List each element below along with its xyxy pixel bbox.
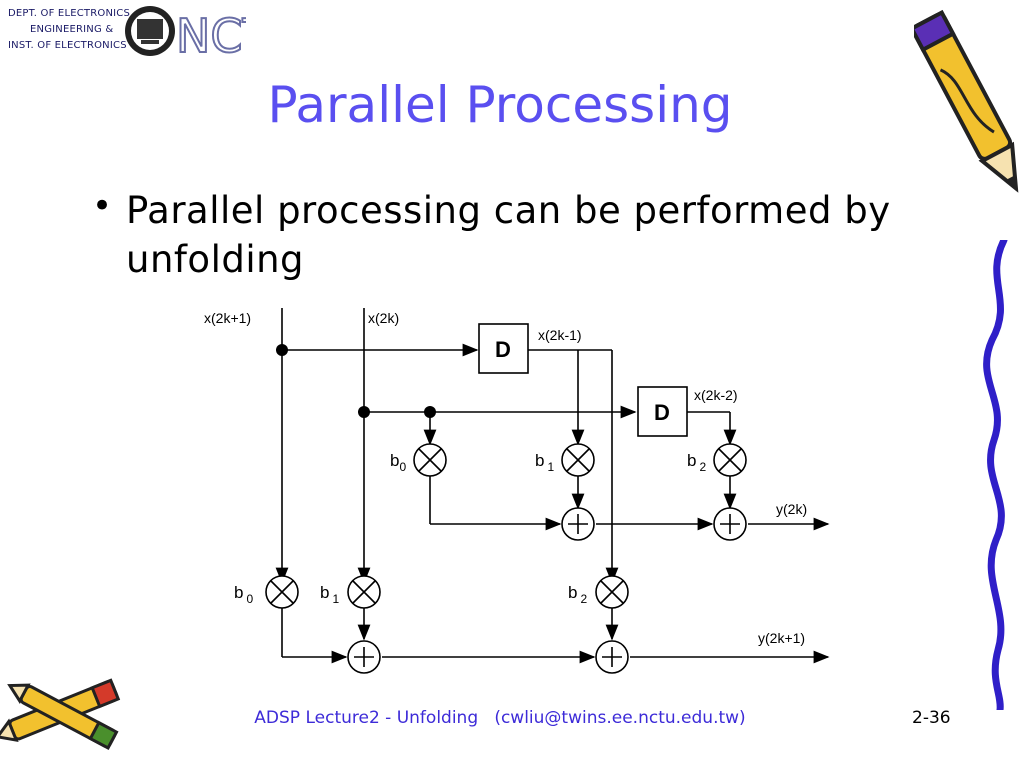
page-number: 2-36	[912, 708, 951, 728]
junction-dot	[424, 406, 436, 418]
logo-line-2: ENGINEERING &	[30, 24, 114, 35]
multiplier-b1-top	[561, 443, 595, 477]
pencil-clipart-icon	[914, 9, 1019, 193]
delayed-label-1: x(2k-1)	[538, 327, 582, 343]
junction-dot	[358, 406, 370, 418]
bullet-text: Parallel processing can be performed by …	[126, 189, 891, 281]
logo-line-3: INST. OF ELECTRONICS	[8, 40, 127, 51]
adder-top-2	[713, 507, 747, 541]
multiplier-b0-top	[413, 443, 447, 477]
delay-box-2: D	[637, 386, 688, 437]
adder-bottom-2	[595, 640, 629, 674]
logo-line-1: DEPT. OF ELECTRONICS	[8, 8, 131, 19]
nctu-logo: DEPT. OF ELECTRONICS ENGINEERING & INST.…	[4, 2, 246, 60]
svg-text:D: D	[654, 400, 670, 425]
pencils-clipart-icon	[0, 678, 121, 750]
university-seal-icon	[125, 6, 175, 56]
footer-text: ADSP Lecture2 - Unfolding (cwliu@twins.e…	[254, 708, 746, 728]
input-label-odd: x(2k+1)	[204, 310, 251, 326]
junction-dot	[276, 344, 288, 356]
multiplier-b2-bottom	[595, 575, 629, 609]
parallel-filter-diagram: D D x(2k+1) x(2k) x(2k-1) x(2k-2) y(2k) …	[204, 308, 830, 674]
output-label-odd: y(2k+1)	[758, 630, 805, 646]
delay-box-1: D	[478, 323, 529, 374]
input-label-even: x(2k)	[368, 310, 399, 326]
nctu-wordmark: NCTU	[176, 8, 246, 60]
output-label-even: y(2k)	[776, 501, 807, 517]
slide-title: Parallel Processing	[267, 76, 733, 134]
svg-text:D: D	[495, 337, 511, 362]
multiplier-b1-bottom	[347, 575, 381, 609]
coeff-b0-top: b0	[390, 451, 406, 474]
bullet-marker: •	[92, 186, 113, 226]
department-text: DEPT. OF ELECTRONICS ENGINEERING & INST.…	[8, 6, 130, 54]
delayed-label-2: x(2k-2)	[694, 387, 738, 403]
multiplier-b2-top	[713, 443, 747, 477]
svg-text:NCTU: NCTU	[176, 9, 246, 60]
decorative-wave-line	[983, 240, 1008, 710]
adder-bottom-1	[347, 640, 381, 674]
adder-top-1	[561, 507, 595, 541]
multiplier-b0-bottom	[265, 575, 299, 609]
